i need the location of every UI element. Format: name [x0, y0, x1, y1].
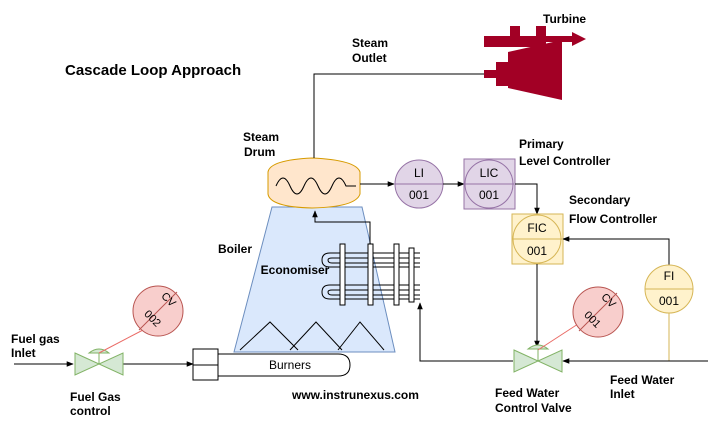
cv-fuel-indicator: CV 002	[132, 285, 184, 337]
fw-inlet-label-2: Inlet	[610, 387, 635, 401]
lic-to-fic-line	[515, 183, 540, 215]
fi-number: 001	[659, 294, 679, 308]
fw-valve-label-1: Feed Water	[495, 386, 560, 400]
economiser-label: Economiser	[261, 263, 330, 277]
steam-outlet-label-1: Steam	[352, 36, 388, 50]
secondary-label-1: Secondary	[569, 193, 631, 207]
fuel-gas-control-label-2: control	[70, 404, 111, 418]
lic-tag: LIC	[480, 166, 499, 180]
fi-indicator: FI 001	[644, 264, 694, 314]
fic-tag: FIC	[527, 221, 547, 235]
feed-water-control-valve	[513, 344, 563, 373]
fi-to-fic-line	[562, 236, 670, 265]
fuel-gas-inlet-label-1: Fuel gas	[11, 332, 60, 346]
cv-water-indicator: CV 001	[572, 286, 624, 338]
cv-fuel-signal	[98, 329, 144, 354]
fw-valve-label-2: Control Valve	[495, 401, 572, 415]
diagram-title: Cascade Loop Approach	[65, 62, 241, 79]
primary-label-2: Level Controller	[519, 154, 611, 168]
economiser-riser-line	[312, 210, 371, 244]
lic-controller: LIC 001	[463, 158, 516, 210]
steam-outlet-label-2: Outlet	[352, 51, 387, 65]
secondary-label-2: Flow Controller	[569, 212, 657, 226]
steam-drum-coil	[275, 177, 356, 195]
burners-bar	[217, 353, 351, 377]
fuel-gas-control-valve	[74, 348, 124, 376]
li-indicator: LI 001	[394, 159, 444, 209]
fic-controller: FIC 001	[511, 213, 564, 265]
steam-drum-label-1: Steam	[243, 130, 279, 144]
economiser-coils	[321, 243, 420, 306]
feed-water-to-economiser-line	[417, 302, 513, 362]
cv-water-signal	[537, 323, 579, 351]
turbine-label: Turbine	[543, 12, 586, 26]
primary-label-1: Primary	[519, 137, 564, 151]
steam-drum-label-2: Drum	[244, 145, 275, 159]
website-text: www.instrunexus.com	[291, 388, 419, 402]
burners-label: Burners	[269, 358, 311, 372]
lic-number: 001	[479, 188, 499, 202]
boiler-label: Boiler	[218, 242, 252, 256]
burner-flames	[239, 321, 385, 351]
li-number: 001	[409, 188, 429, 202]
fic-number: 001	[527, 244, 547, 258]
fuel-gas-inlet-label-2: Inlet	[11, 346, 36, 360]
fi-tag: FI	[664, 269, 675, 283]
turbine	[484, 26, 586, 100]
steam-drum	[267, 157, 361, 209]
steam-outlet-line	[313, 71, 493, 158]
li-tag: LI	[414, 166, 424, 180]
fuel-gas-control-label-1: Fuel Gas	[70, 390, 121, 404]
fw-inlet-label-1: Feed Water	[610, 373, 675, 387]
